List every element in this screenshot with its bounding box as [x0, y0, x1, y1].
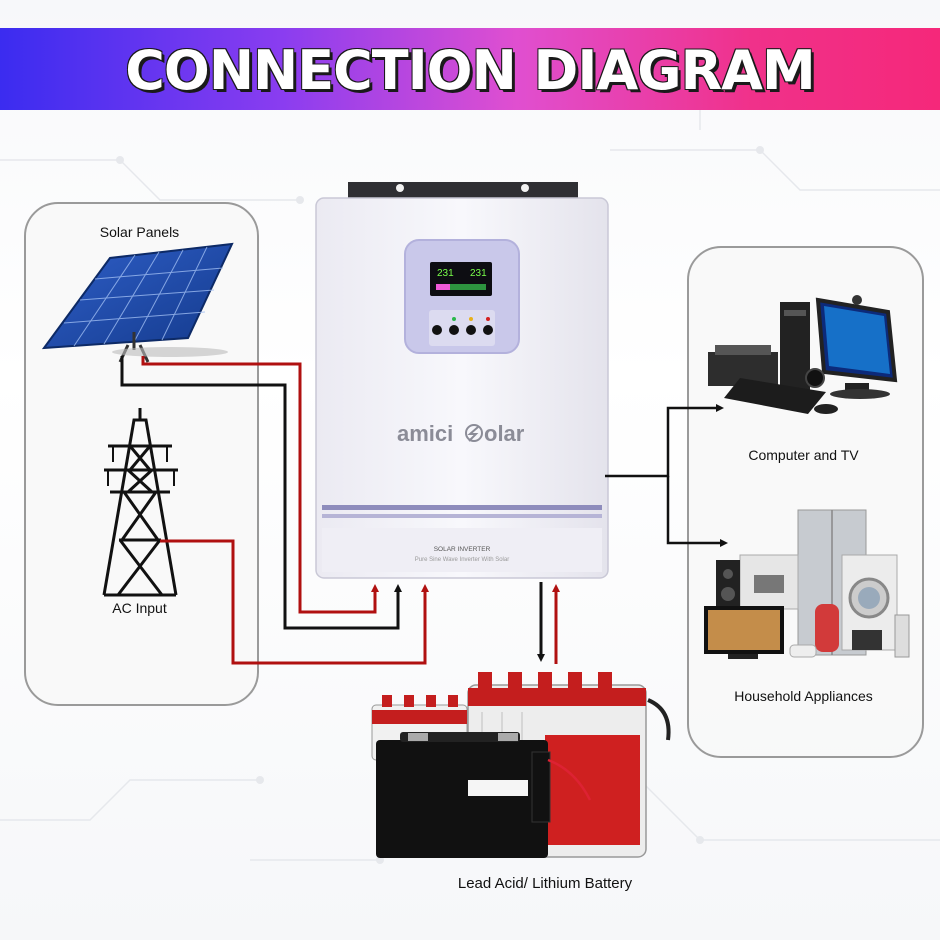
inverter-model-title: SOLAR INVERTER — [434, 546, 491, 553]
page-title: CONNECTION DIAGRAM — [125, 39, 815, 102]
header-banner — [0, 28, 940, 110]
ac-input-label: AC Input — [112, 600, 167, 616]
computer-tv-label: Computer and TV — [748, 447, 859, 463]
computer-tv-icon — [708, 295, 898, 414]
battery-label: Lead Acid/ Lithium Battery — [457, 875, 633, 892]
household-appliances-icon — [704, 509, 910, 659]
svg-text:231: 231 — [437, 268, 454, 279]
solar-panels-label: Solar Panels — [99, 224, 180, 240]
lcd-display: 231 231 — [436, 268, 487, 290]
svg-text:olar: olar — [484, 421, 525, 446]
solar-negative-wire — [120, 356, 402, 630]
solar-panel-icon — [41, 242, 234, 363]
household-appliances-label: Household Appliances — [734, 688, 873, 704]
svg-text:231: 231 — [470, 268, 487, 279]
solar-positive-wire — [141, 356, 379, 614]
inverter-control-panel — [404, 239, 520, 354]
transmission-tower-icon — [102, 408, 178, 597]
inverter-unit — [315, 182, 609, 579]
inverter-model-subtitle: Pure Sine Wave Inverter With Solar — [415, 557, 509, 563]
inverter-buttons — [432, 317, 493, 335]
output-wires — [605, 404, 728, 547]
battery-icon — [371, 672, 671, 858]
inverter-brand-logo: amici olar — [397, 421, 525, 446]
ac-input-wire — [160, 539, 429, 665]
svg-text:amici: amici — [397, 421, 453, 446]
